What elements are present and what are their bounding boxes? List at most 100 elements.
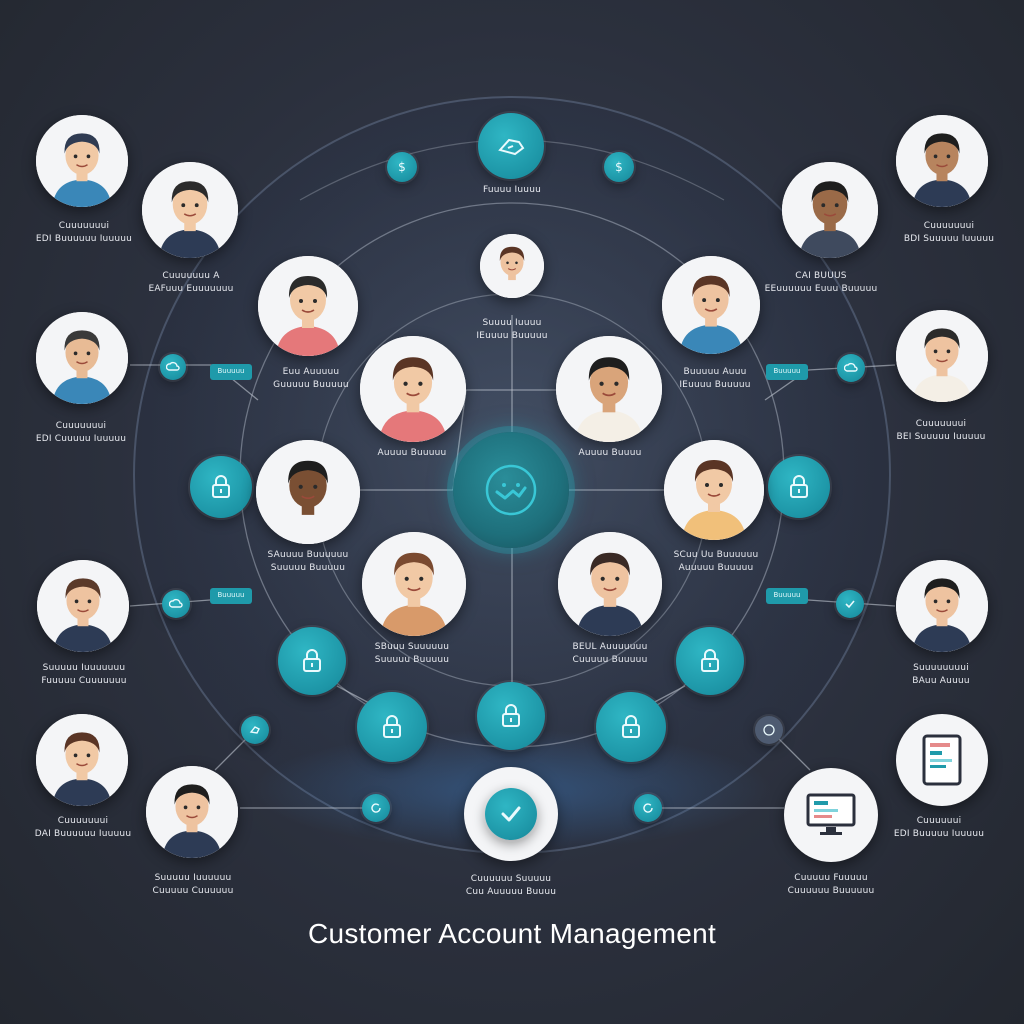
lock-icon [701, 649, 719, 672]
lock-node-bottom-c[interactable] [477, 682, 545, 750]
person-icon [256, 440, 360, 544]
label-line: SCuu Uu Buuuuuu [673, 550, 759, 560]
cloud-icon[interactable] [160, 354, 186, 380]
label-ring-ml: Auuuu Buuuuu [337, 447, 487, 460]
avatar-ring-r[interactable] [664, 440, 764, 540]
label-ring-mr: Auuuu Buuuu [535, 447, 685, 460]
person-icon [37, 560, 129, 652]
monitor-icon [806, 793, 856, 835]
label-line: EAFuuu Euuuuuuu [148, 284, 234, 294]
lock-icon [502, 704, 520, 727]
person-icon [662, 256, 760, 354]
avatar-outer-bl2[interactable] [146, 766, 238, 858]
label-line: Cuuuuuu Buuuuuu [787, 886, 875, 896]
page-title: Customer Account Management [307, 918, 717, 949]
avatar-ring-tl[interactable] [258, 256, 358, 356]
label-line: EDI Buuuuuu Iuuuuu [35, 234, 133, 244]
checkmark-icon[interactable] [836, 590, 864, 618]
label-line: Cuuuuu Buuuuu [572, 655, 648, 665]
handshake-icon [485, 464, 537, 516]
label-line: Suuuuu Buuuuu [270, 563, 346, 573]
avatar-outer-r1[interactable] [896, 310, 988, 402]
avatar-outer-tl2[interactable] [142, 162, 238, 258]
lock-node-bl[interactable] [278, 627, 346, 695]
person-icon [36, 115, 128, 207]
label-line: Cuuuuuuui [58, 221, 110, 231]
lock-icon [383, 715, 401, 738]
label-line: Auuuu Buuuuu [377, 448, 447, 458]
label-line: SAuuuu Buuuuuu [267, 550, 349, 560]
person-icon [896, 310, 988, 402]
lock-node-bottom-r[interactable] [596, 692, 666, 762]
avatar-outer-l1[interactable] [36, 312, 128, 404]
label-line: BAuu Auuuu [912, 676, 970, 686]
avatar-ring-mr[interactable] [556, 336, 662, 442]
avatar-outer-tr1[interactable] [896, 115, 988, 207]
label-line: IEuuuu Buuuuu [679, 380, 751, 390]
hand-icon [498, 138, 525, 156]
avatar-ring-br[interactable] [558, 532, 662, 636]
avatar-ring-ml[interactable] [360, 336, 466, 442]
person-icon [556, 336, 662, 442]
monitor-node[interactable] [784, 768, 878, 862]
lock-node-left[interactable] [190, 456, 252, 518]
person-icon [664, 440, 764, 540]
dollar-icon[interactable]: $ [604, 152, 634, 182]
lock-icon [303, 649, 321, 672]
dollar-icon[interactable]: $ [387, 152, 417, 182]
person-icon [36, 714, 128, 806]
avatar-ring-tr[interactable] [662, 256, 760, 354]
label-line: BDI Suuuuu Iuuuuu [903, 234, 995, 244]
status-tag: Buuuuu [766, 364, 808, 380]
avatar-outer-r2[interactable] [896, 560, 988, 652]
top-hub-icon[interactable] [478, 113, 544, 179]
person-icon [36, 312, 128, 404]
globe-icon[interactable] [755, 716, 783, 744]
refresh-icon[interactable] [634, 794, 662, 822]
tablet-node[interactable] [896, 714, 988, 806]
label-line: Cuuuuu Fuuuuu [794, 873, 868, 883]
lock-node-bottom-l[interactable] [357, 692, 427, 762]
label-line: Cuuuuuuui [55, 421, 107, 431]
avatar-outer-l2[interactable] [37, 560, 129, 652]
label-line: DAI Buuuuuu Iuuuuu [34, 829, 132, 839]
person-icon [146, 766, 238, 858]
avatar-ring-bl[interactable] [362, 532, 466, 636]
label-line: Auuuu Buuuu [578, 448, 642, 458]
avatar-ring-top[interactable] [480, 234, 544, 298]
refresh-icon[interactable] [362, 794, 390, 822]
avatar-outer-bl1[interactable] [36, 714, 128, 806]
label-line: Guuuuu Buuuuu [273, 380, 349, 390]
cloud-icon[interactable] [162, 590, 190, 618]
lock-icon [790, 475, 808, 498]
label-line: Buuuuu Auuu [683, 367, 747, 377]
avatar-ring-l[interactable] [256, 440, 360, 544]
label-line: IEuuuu Buuuuu [476, 331, 548, 341]
label-line: Suuuuuuuui [913, 663, 969, 673]
check-node[interactable] [464, 767, 558, 861]
lock-node-br[interactable] [676, 627, 744, 695]
avatar-outer-tl1[interactable] [36, 115, 128, 207]
svg-text:$: $ [398, 160, 406, 174]
status-tag: Buuuuu [210, 588, 252, 604]
avatar-outer-tr2[interactable] [782, 162, 878, 258]
label-line: Suuuuu Iuuuuuu [154, 873, 232, 883]
lock-node-right[interactable] [768, 456, 830, 518]
status-tag: Buuuuu [210, 364, 252, 380]
person-icon [142, 162, 238, 258]
person-icon [258, 256, 358, 356]
hand-icon[interactable] [241, 716, 269, 744]
center-hub[interactable] [453, 432, 569, 548]
cloud-icon[interactable] [837, 354, 865, 382]
